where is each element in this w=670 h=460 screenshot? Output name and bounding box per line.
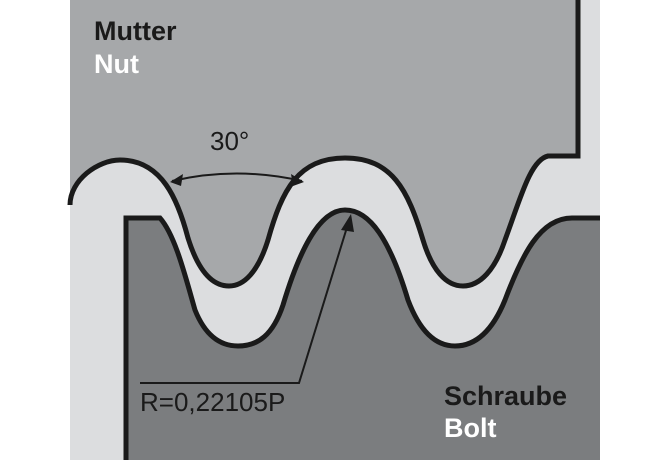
nut-outline: [67, 0, 581, 289]
radius-leader-line: [140, 223, 349, 384]
bolt-label-german: Schraube: [444, 381, 567, 411]
angle-arrowhead-right: [291, 174, 304, 186]
bolt-outline: [123, 207, 600, 460]
bolt-label-english: Bolt: [444, 413, 496, 443]
bolt-body: [126, 210, 600, 460]
nut-body: [70, 0, 578, 286]
nut-label-english: Nut: [94, 49, 139, 79]
radius-arrowhead: [341, 214, 354, 232]
radius-label: R=0,22105P: [140, 387, 285, 417]
nut-label-german: Mutter: [94, 16, 177, 46]
angle-label: 30°: [210, 126, 249, 156]
angle-arrowhead-left: [170, 174, 183, 186]
angle-arc: [171, 172, 303, 182]
